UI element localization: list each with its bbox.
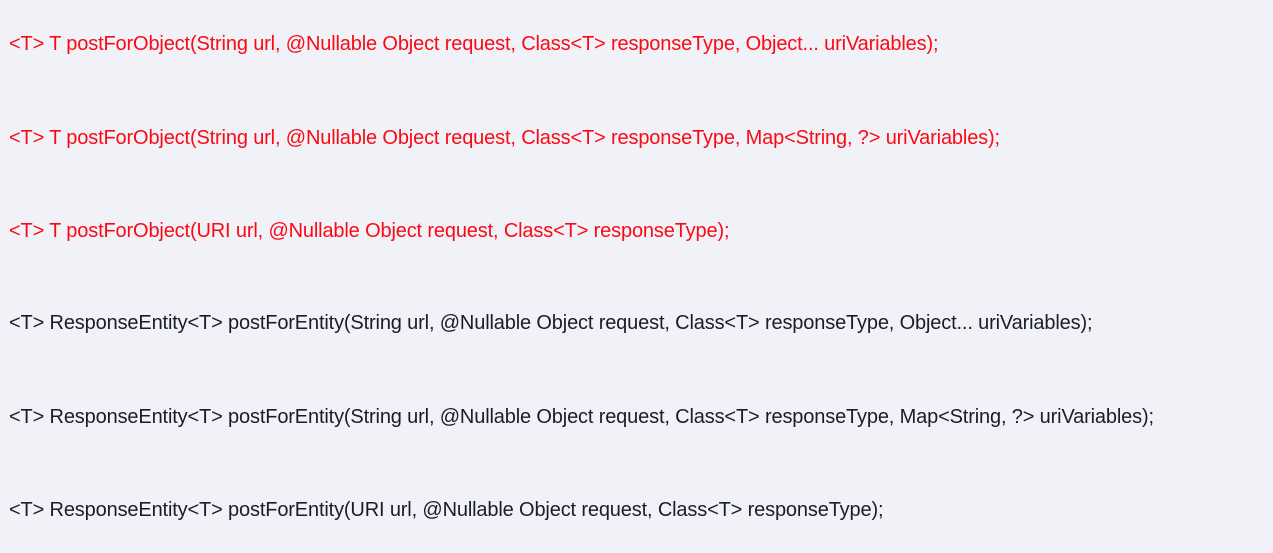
method-signature-line: <T> ResponseEntity<T> postForEntity(Stri…	[9, 406, 1154, 428]
method-signature-line: <T> T postForObject(String url, @Nullabl…	[9, 127, 1000, 149]
method-signature-line: <T> T postForObject(URI url, @Nullable O…	[9, 220, 730, 242]
method-signature-line: <T> ResponseEntity<T> postForEntity(Stri…	[9, 312, 1093, 334]
method-signature-line: <T> T postForObject(String url, @Nullabl…	[9, 33, 939, 55]
method-signature-line: <T> ResponseEntity<T> postForEntity(URI …	[9, 499, 884, 521]
